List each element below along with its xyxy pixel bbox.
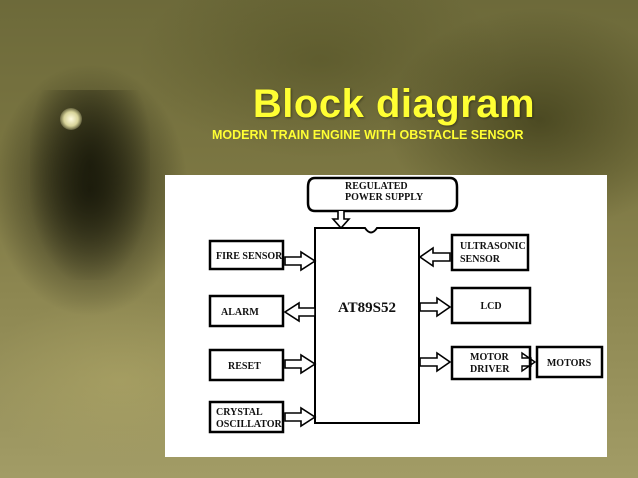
crystal-line1: CRYSTAL (216, 407, 263, 418)
fire-sensor-arrow (284, 250, 317, 272)
power-supply-line2: POWER SUPPLY (345, 192, 424, 203)
reset-label: RESET (228, 361, 261, 372)
lcd-label: LCD (480, 301, 501, 312)
power-supply-block: REGULATED POWER SUPPLY (306, 176, 459, 213)
motors-block: MOTORS (535, 345, 604, 379)
motor-driver-block: MOTOR DRIVER (450, 345, 532, 381)
motor-driver-line2: DRIVER (470, 364, 510, 375)
reset-block: RESET (208, 348, 285, 382)
fire-sensor-label: FIRE SENSOR (216, 251, 283, 262)
crystal-oscillator-block: CRYSTAL OSCILLATOR (208, 400, 285, 434)
slide-subtitle: MODERN TRAIN ENGINE WITH OBSTACLE SENSOR (212, 128, 524, 142)
mcu-block: AT89S52 (314, 227, 420, 424)
train-headlight (60, 108, 82, 130)
reset-arrow (284, 353, 317, 375)
motors-label: MOTORS (547, 358, 592, 369)
alarm-label: ALARM (221, 307, 259, 318)
fire-sensor-block: FIRE SENSOR (208, 239, 285, 271)
block-diagram-svg: REGULATED POWER SUPPLY AT89S52 FIRE SENS… (208, 176, 604, 434)
motor-driver-arrow (419, 351, 452, 373)
power-supply-line1: REGULATED (345, 181, 408, 192)
power-arrow (331, 211, 351, 230)
crystal-line2: OSCILLATOR (216, 419, 283, 430)
ultrasonic-line1: ULTRASONIC (460, 241, 526, 252)
train-silhouette (30, 90, 150, 280)
alarm-block: ALARM (208, 294, 285, 328)
crystal-arrow (284, 406, 317, 428)
mcu-label: AT89S52 (338, 300, 396, 316)
motors-connector-arrow (521, 351, 537, 373)
slide-title: Block diagram (252, 82, 536, 126)
ultrasonic-sensor-block: ULTRASONIC SENSOR (450, 233, 530, 272)
lcd-block: LCD (450, 286, 532, 325)
motor-driver-line1: MOTOR (470, 352, 509, 363)
lcd-arrow (419, 296, 452, 318)
ultrasonic-arrow (418, 246, 451, 268)
alarm-arrow (283, 301, 316, 323)
block-diagram: REGULATED POWER SUPPLY AT89S52 FIRE SENS… (165, 175, 607, 457)
ultrasonic-line2: SENSOR (460, 254, 501, 265)
